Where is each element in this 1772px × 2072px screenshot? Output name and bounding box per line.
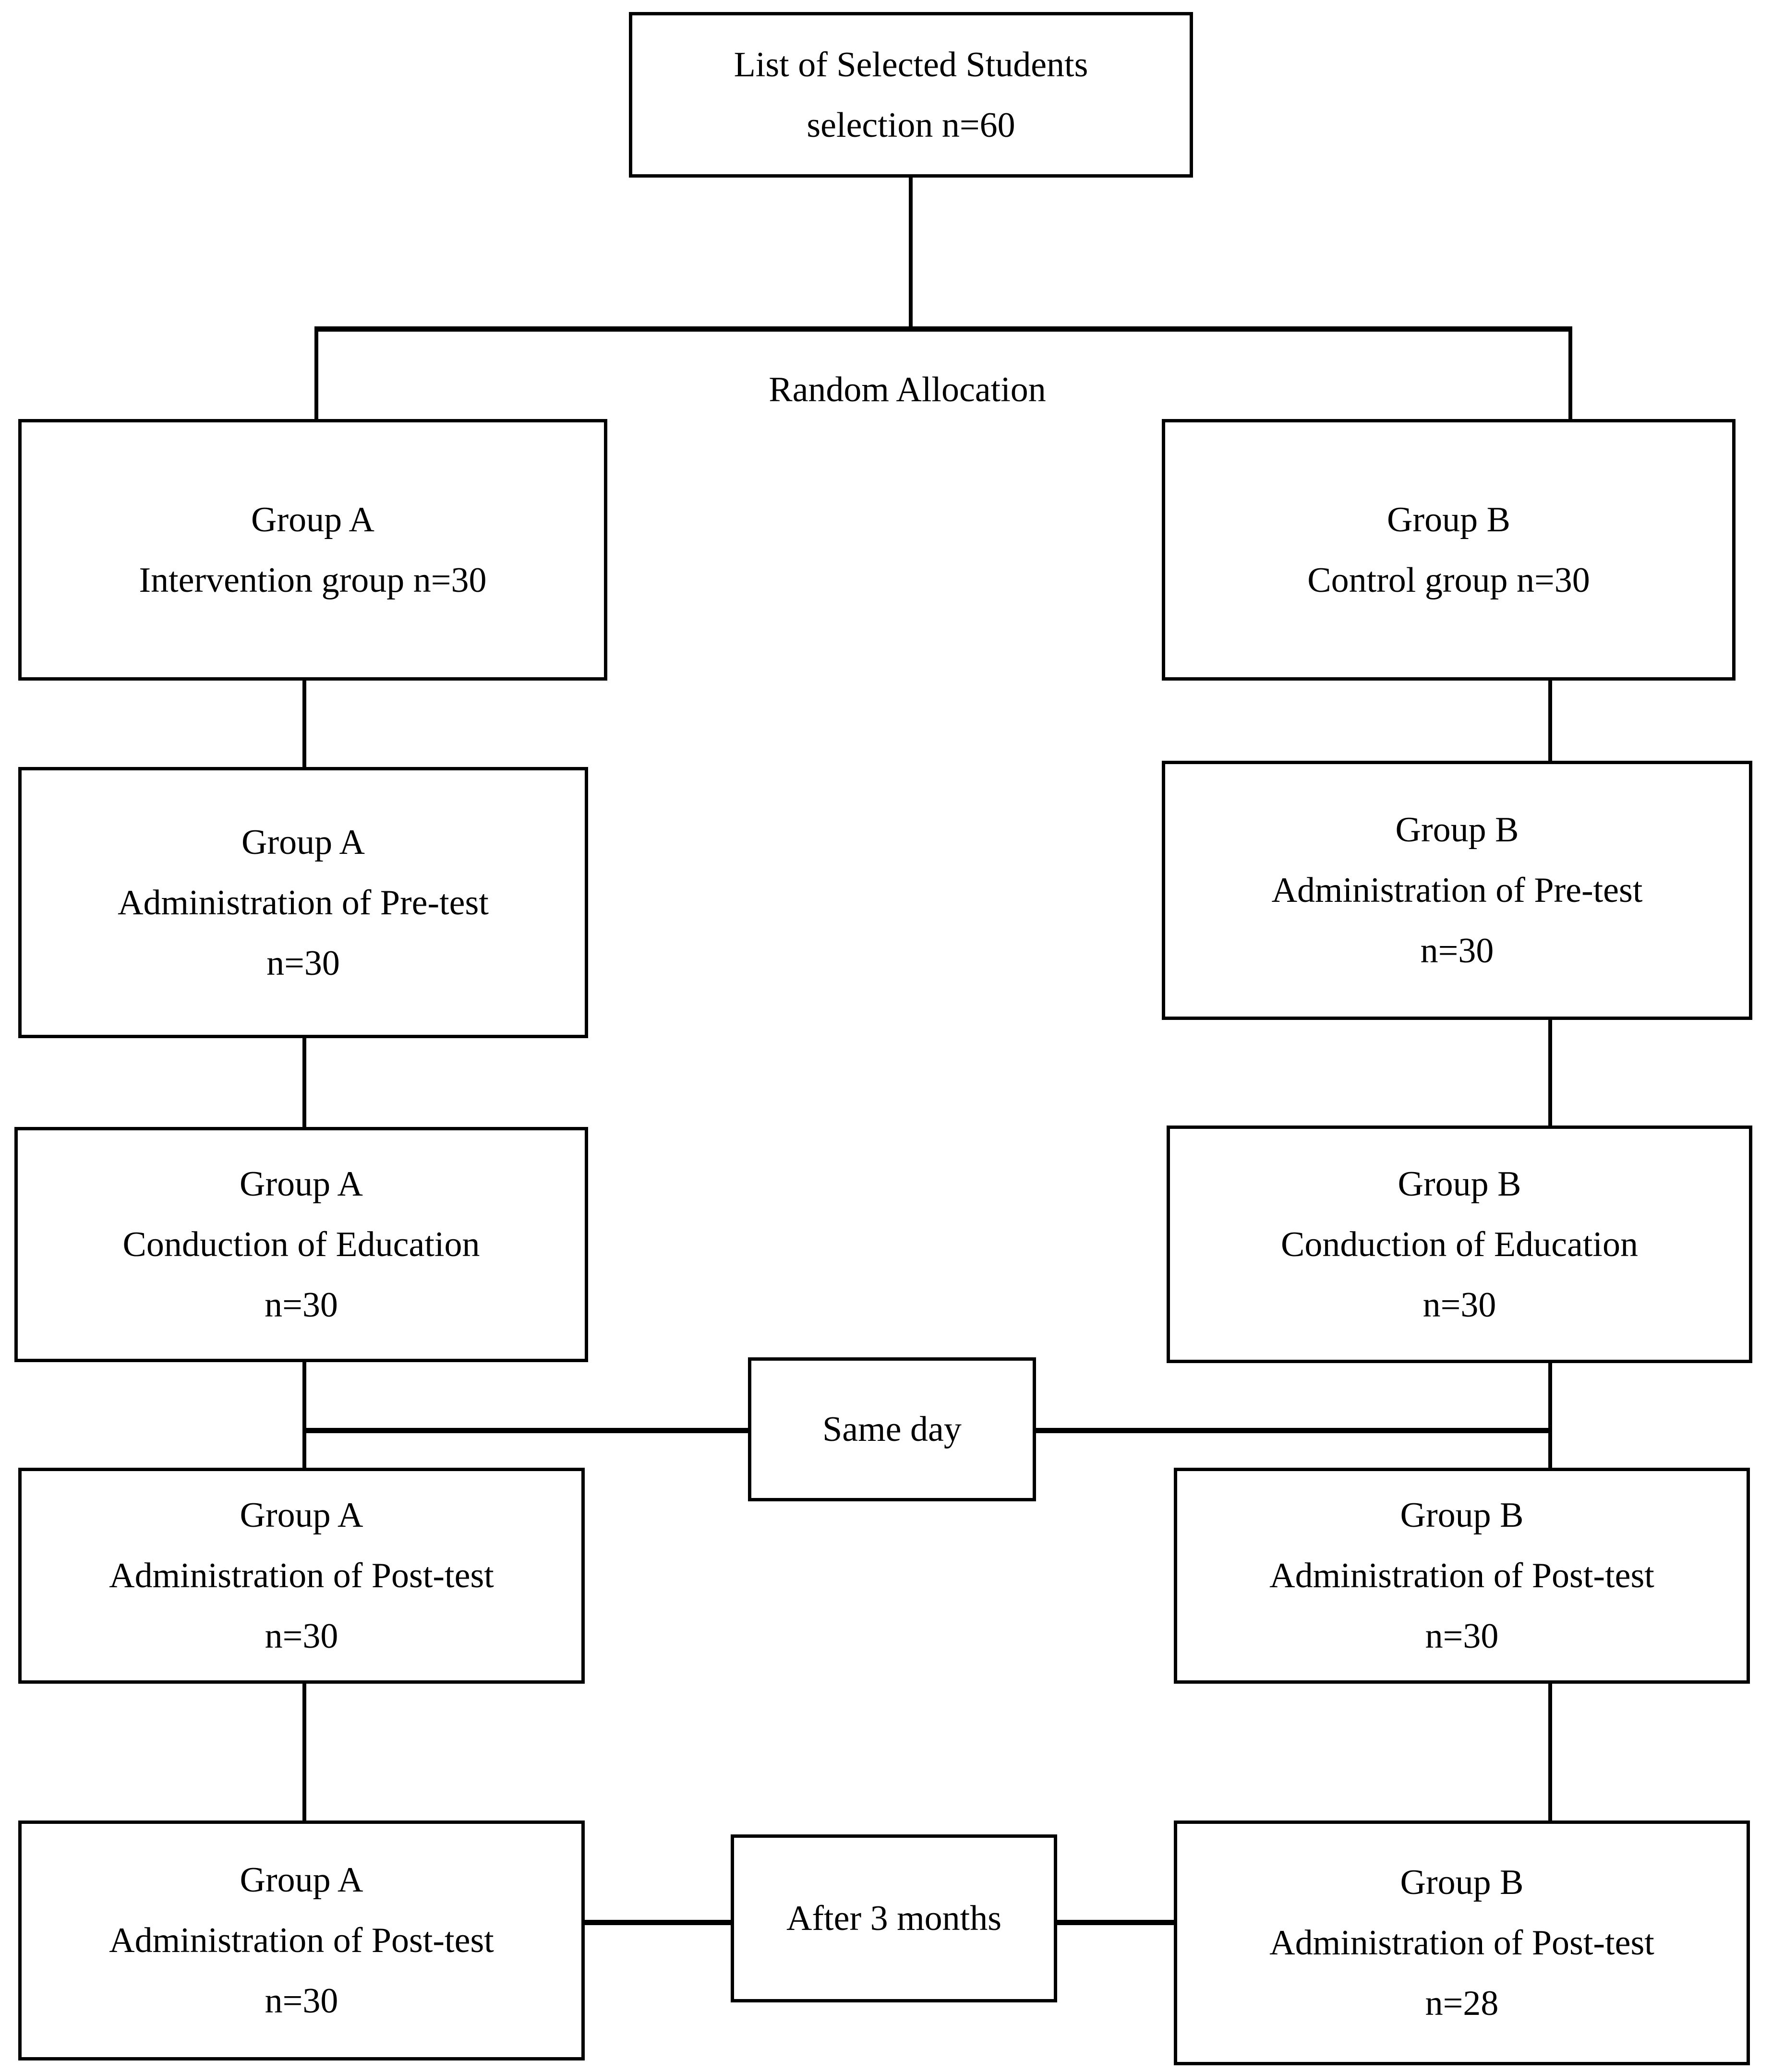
connector-group-a-education-to-posttest: [302, 1362, 306, 1470]
connector-group-a-to-after-3-months: [583, 1920, 732, 1925]
connector-same-day-to-group-b: [1035, 1428, 1552, 1433]
connector-group-a-to-same-day: [302, 1428, 749, 1433]
node-group-b-pretest: Group B Administration of Pre-test n=30: [1162, 761, 1752, 1020]
node-selection: List of Selected Students selection n=60: [629, 12, 1193, 178]
connector-split-to-group-a: [314, 326, 318, 420]
node-group-a-education-line-2: Conduction of Education: [122, 1225, 480, 1264]
node-group-a-pretest-line-2: Administration of Pre-test: [118, 883, 489, 922]
node-group-a-posttest-1: Group A Administration of Post-test n=30: [18, 1468, 585, 1684]
node-group-a-posttest-1-line-3: n=30: [265, 1617, 338, 1656]
node-group-b-posttest-2-line-2: Administration of Post-test: [1269, 1923, 1654, 1963]
node-group-b-posttest-1: Group B Administration of Post-test n=30: [1174, 1468, 1750, 1684]
node-group-a-pretest-line-3: n=30: [266, 943, 340, 983]
connector-group-a-alloc-to-pretest: [302, 681, 306, 767]
connector-group-a-posttest1-to-posttest2: [302, 1684, 306, 1820]
node-group-b-education-line-1: Group B: [1398, 1164, 1521, 1204]
node-group-a-pretest: Group A Administration of Pre-test n=30: [18, 767, 588, 1038]
node-group-a-posttest-2-line-3: n=30: [265, 1981, 338, 2021]
label-random-allocation: Random Allocation: [769, 370, 1046, 409]
node-selection-line-2: selection n=60: [807, 105, 1015, 145]
node-group-b-pretest-line-1: Group B: [1395, 810, 1519, 850]
node-group-a-education-line-1: Group A: [240, 1164, 363, 1204]
node-group-a-posttest-1-line-2: Administration of Post-test: [109, 1556, 494, 1595]
node-group-a-pretest-line-1: Group A: [241, 822, 365, 862]
node-after-3-months: After 3 months: [731, 1834, 1057, 2002]
node-same-day: Same day: [748, 1357, 1036, 1501]
node-group-a-posttest-2-line-1: Group A: [240, 1860, 363, 1900]
node-group-a-allocation-line-2: Intervention group n=30: [139, 560, 487, 600]
node-group-b-education-line-3: n=30: [1422, 1285, 1496, 1325]
connector-group-a-pretest-to-education: [302, 1038, 306, 1127]
connector-group-b-pretest-to-education: [1548, 1020, 1552, 1126]
node-group-b-allocation-line-1: Group B: [1387, 500, 1510, 539]
node-group-a-education-line-3: n=30: [265, 1285, 338, 1325]
node-group-b-posttest-2-line-3: n=28: [1425, 1984, 1499, 2023]
node-group-b-posttest-1-line-3: n=30: [1425, 1617, 1499, 1656]
node-group-b-education: Group B Conduction of Education n=30: [1167, 1126, 1752, 1363]
node-group-b-posttest-2: Group B Administration of Post-test n=28: [1174, 1820, 1750, 2065]
node-group-b-allocation-line-2: Control group n=30: [1307, 560, 1590, 600]
connector-after-3-months-to-group-b: [1055, 1920, 1178, 1925]
connector-allocation-split-bar: [314, 326, 1572, 332]
connector-group-b-education-to-posttest: [1548, 1362, 1552, 1470]
node-group-b-posttest-2-line-1: Group B: [1400, 1863, 1524, 1902]
connector-group-b-alloc-to-pretest: [1548, 681, 1552, 767]
node-group-a-posttest-1-line-1: Group A: [240, 1496, 363, 1535]
connector-split-to-group-b: [1568, 326, 1572, 420]
connector-group-b-posttest1-to-posttest2: [1548, 1684, 1552, 1820]
node-group-b-pretest-line-2: Administration of Pre-test: [1271, 871, 1643, 910]
node-after-3-months-label: After 3 months: [786, 1899, 1002, 1938]
node-same-day-label: Same day: [822, 1410, 962, 1449]
node-group-b-allocation: Group B Control group n=30: [1162, 419, 1736, 681]
node-group-b-posttest-1-line-1: Group B: [1400, 1496, 1524, 1535]
node-group-a-posttest-2: Group A Administration of Post-test n=30: [18, 1820, 585, 2060]
node-group-a-allocation-line-1: Group A: [251, 500, 374, 539]
node-group-a-education: Group A Conduction of Education n=30: [14, 1127, 588, 1362]
node-group-b-posttest-1-line-2: Administration of Post-test: [1269, 1556, 1654, 1595]
node-group-b-education-line-2: Conduction of Education: [1281, 1224, 1638, 1264]
node-group-a-posttest-2-line-2: Administration of Post-test: [109, 1921, 494, 1960]
node-group-b-pretest-line-3: n=30: [1420, 931, 1494, 970]
node-selection-line-1: List of Selected Students: [734, 45, 1088, 84]
node-group-a-allocation: Group A Intervention group n=30: [18, 419, 607, 681]
connector-selection-to-split: [909, 178, 913, 329]
